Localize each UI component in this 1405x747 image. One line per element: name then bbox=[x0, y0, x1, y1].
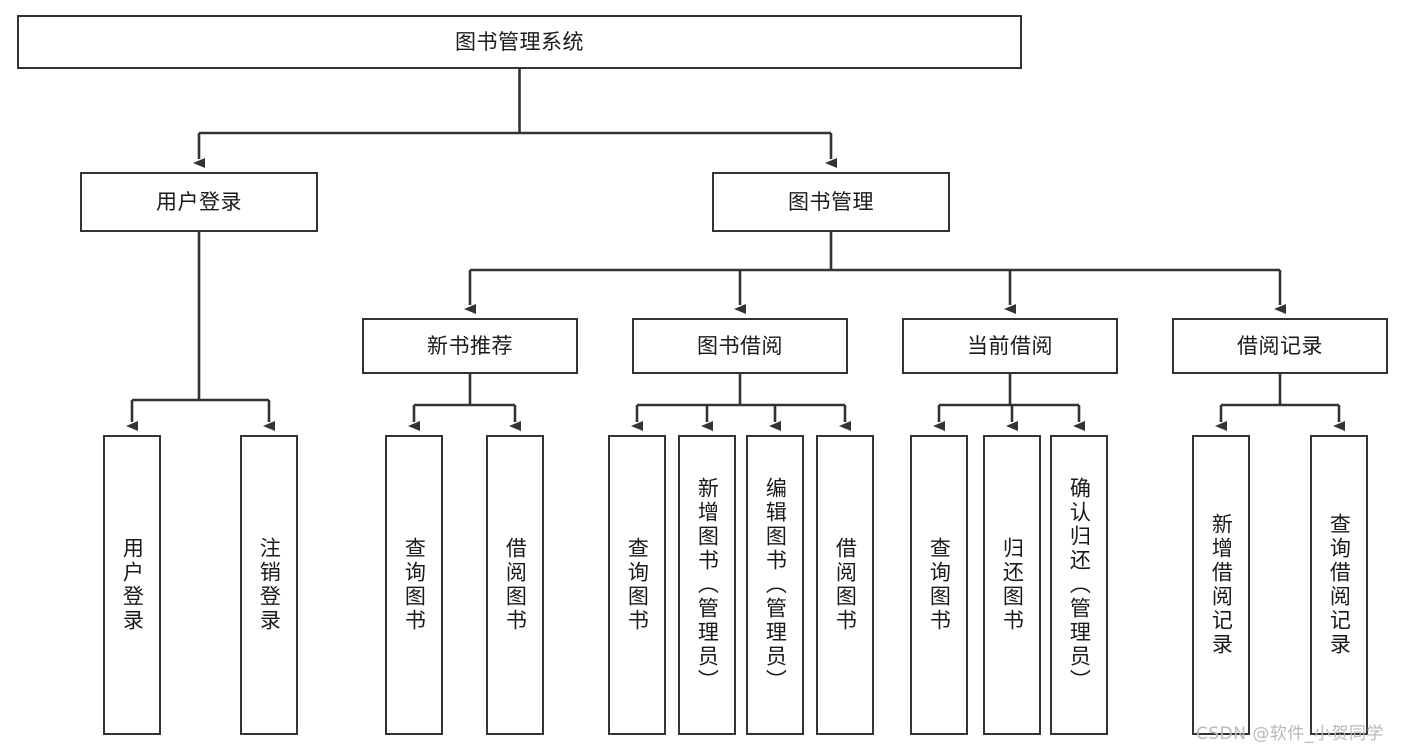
node-book-management[interactable]: 图书管理 bbox=[712, 172, 950, 232]
node-borrow-record[interactable]: 借阅记录 bbox=[1172, 318, 1388, 374]
node-leaf-current-query-book[interactable]: 查询图书 bbox=[910, 435, 968, 735]
node-leaf-recommend-query-book[interactable]: 查询图书 bbox=[385, 435, 443, 735]
node-user-login-label: 用户登录 bbox=[156, 189, 242, 214]
node-leaf-add-borrow-record-label: 新增借阅记录 bbox=[1209, 513, 1234, 657]
node-leaf-query-borrow-record[interactable]: 查询借阅记录 bbox=[1310, 435, 1368, 735]
node-leaf-return-book[interactable]: 归还图书 bbox=[983, 435, 1041, 735]
node-leaf-user-login-label: 用户登录 bbox=[120, 537, 145, 633]
node-leaf-borrow-book-label: 借阅图书 bbox=[833, 537, 858, 633]
node-leaf-add-borrow-record[interactable]: 新增借阅记录 bbox=[1192, 435, 1250, 735]
node-root[interactable]: 图书管理系统 bbox=[17, 15, 1022, 69]
node-current-borrow[interactable]: 当前借阅 bbox=[902, 318, 1118, 374]
node-leaf-return-book-label: 归还图书 bbox=[1000, 537, 1025, 633]
node-book-management-label: 图书管理 bbox=[788, 189, 874, 214]
node-user-login[interactable]: 用户登录 bbox=[80, 172, 318, 232]
node-leaf-current-query-book-label: 查询图书 bbox=[927, 537, 952, 633]
node-leaf-confirm-return-admin-label: 确认归还（管理员） bbox=[1067, 477, 1092, 693]
node-leaf-borrow-query-book[interactable]: 查询图书 bbox=[608, 435, 666, 735]
node-leaf-borrow-query-book-label: 查询图书 bbox=[625, 537, 650, 633]
node-book-borrow-label: 图书借阅 bbox=[697, 333, 783, 358]
node-root-label: 图书管理系统 bbox=[455, 29, 584, 54]
node-leaf-user-login[interactable]: 用户登录 bbox=[103, 435, 161, 735]
node-leaf-recommend-borrow-book-label: 借阅图书 bbox=[503, 537, 528, 633]
node-leaf-edit-book-admin[interactable]: 编辑图书（管理员） bbox=[746, 435, 804, 735]
node-new-book-recommend[interactable]: 新书推荐 bbox=[362, 318, 578, 374]
node-book-borrow[interactable]: 图书借阅 bbox=[632, 318, 848, 374]
node-leaf-recommend-query-book-label: 查询图书 bbox=[402, 537, 427, 633]
node-leaf-borrow-book[interactable]: 借阅图书 bbox=[816, 435, 874, 735]
node-leaf-edit-book-admin-label: 编辑图书（管理员） bbox=[763, 477, 788, 693]
node-leaf-add-book-admin[interactable]: 新增图书（管理员） bbox=[678, 435, 736, 735]
node-leaf-user-logout-label: 注销登录 bbox=[257, 537, 282, 633]
node-borrow-record-label: 借阅记录 bbox=[1237, 333, 1323, 358]
node-leaf-user-logout[interactable]: 注销登录 bbox=[240, 435, 298, 735]
node-leaf-query-borrow-record-label: 查询借阅记录 bbox=[1327, 513, 1352, 657]
node-leaf-confirm-return-admin[interactable]: 确认归还（管理员） bbox=[1050, 435, 1108, 735]
node-new-book-recommend-label: 新书推荐 bbox=[427, 333, 513, 358]
node-current-borrow-label: 当前借阅 bbox=[967, 333, 1053, 358]
node-leaf-recommend-borrow-book[interactable]: 借阅图书 bbox=[486, 435, 544, 735]
node-leaf-add-book-admin-label: 新增图书（管理员） bbox=[695, 477, 720, 693]
